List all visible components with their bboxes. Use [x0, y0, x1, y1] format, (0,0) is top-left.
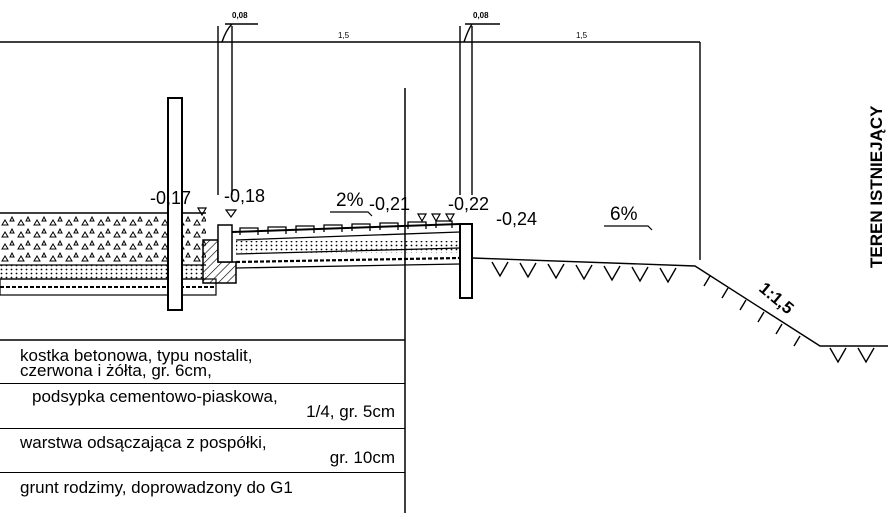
- elevation-label-2: -0,18: [224, 186, 265, 206]
- sand-layer-left: [0, 265, 206, 279]
- legend-row-drainage: warstwa odsączająca z pospółki, gr. 10cm: [0, 429, 405, 473]
- elevation-label-3: -0,21: [369, 194, 410, 214]
- elevation-label-1: -0,17: [150, 188, 191, 208]
- thickness-label-right: 0,08: [473, 11, 489, 20]
- slope-label-right: 6%: [610, 204, 638, 225]
- width-label-right: 1,5: [576, 31, 588, 40]
- paving-layers: [231, 220, 461, 269]
- legend-text: podsypka cementowo-piaskowa,: [32, 387, 278, 406]
- legend-row-sand: podsypka cementowo-piaskowa, 1/4, gr. 5c…: [0, 384, 405, 429]
- legend-text: kostka betonowa, typu nostalit,: [20, 346, 253, 365]
- post: [167, 97, 183, 311]
- elevation-label-5: -0,24: [496, 209, 537, 229]
- terrain-side-label: TEREN ISTNIEJĄCY: [867, 105, 886, 268]
- slope-label-left: 2%: [336, 190, 364, 211]
- embankment-slope-label: 1:1,5: [755, 279, 797, 318]
- layer-legend: kostka betonowa, typu nostalit, czerwona…: [0, 340, 405, 504]
- level-markers: [196, 207, 456, 223]
- legend-text: grunt rodzimy, doprowadzony do G1: [20, 478, 293, 497]
- existing-terrain: [471, 257, 888, 364]
- legend-text: czerwona i żółta, gr. 6cm,: [20, 361, 212, 380]
- thickness-label-left: 0,08: [232, 11, 248, 20]
- width-label-left: 1,5: [338, 31, 350, 40]
- right-curb: [459, 223, 473, 299]
- top-dimension-line: [0, 23, 701, 260]
- slope-arrow-left: [330, 211, 373, 217]
- legend-text: warstwa odsączająca z pospółki,: [20, 433, 267, 452]
- slope-arrow-right: [604, 225, 653, 231]
- legend-text: gr. 10cm: [329, 448, 395, 467]
- elevation-label-4: -0,22: [448, 194, 489, 214]
- legend-row-paving: kostka betonowa, typu nostalit, czerwona…: [0, 340, 405, 384]
- legend-row-soil: grunt rodzimy, doprowadzony do G1: [0, 473, 405, 504]
- legend-text: 1/4, gr. 5cm: [306, 402, 395, 421]
